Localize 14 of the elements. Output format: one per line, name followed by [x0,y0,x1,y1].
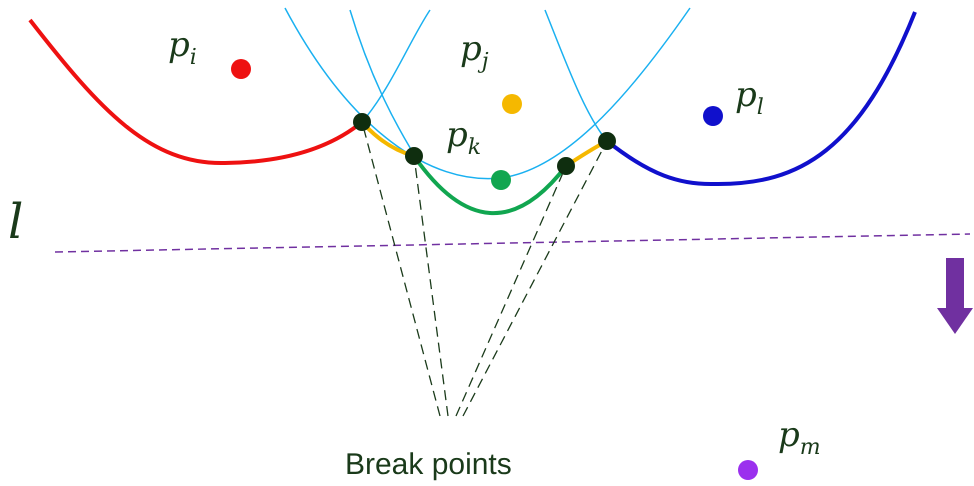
point-label: p$_{i}$ [168,28,197,69]
callout-text: Break points [345,450,512,480]
break-point-dot [557,157,575,175]
point-label: p$_{k}$ [446,118,482,159]
break-point-dot [405,147,423,165]
break-point-dot [353,113,371,131]
point-label: p$_{l}$ [735,78,764,119]
sweep-line-label: l [8,198,24,246]
leader-line [364,130,441,416]
point-label: p$_{j}$ [460,32,489,73]
break-point-dot [598,132,616,150]
leader-line [455,174,563,416]
leader-line [462,148,604,416]
point-label: p$_{m}$ [778,418,821,459]
